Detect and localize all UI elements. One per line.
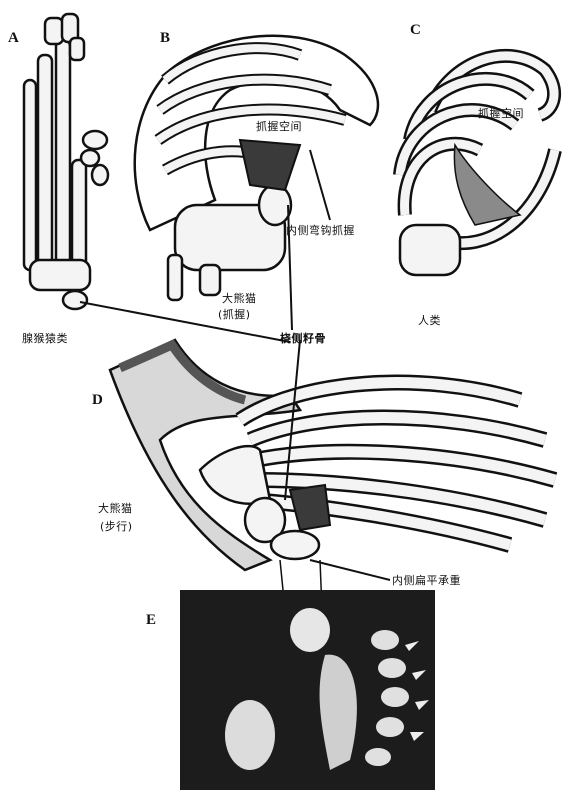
paw-toe-pad-4 bbox=[376, 717, 404, 737]
panel-c-caption: 人类 bbox=[418, 312, 441, 328]
paw-toe-pad-1 bbox=[371, 630, 399, 650]
panel-a-skeleton bbox=[24, 14, 108, 309]
paw-carpal-pad bbox=[225, 700, 275, 770]
panel-c-grip-label: 抓握空间 bbox=[478, 105, 524, 121]
panel-c-skeleton bbox=[400, 56, 555, 275]
panel-e-letter: E bbox=[146, 612, 156, 629]
panel-b-grip-shade bbox=[240, 140, 300, 190]
panel-b-caption-line2: (抓握) bbox=[218, 306, 251, 322]
paw-toe-pad-5 bbox=[365, 748, 391, 766]
panel-c-grip-shade bbox=[454, 145, 520, 225]
panel-d-caption-line2: (步行) bbox=[100, 518, 133, 534]
panel-c-letter: C bbox=[410, 22, 421, 39]
sesamoid-label: 桡侧籽骨 bbox=[280, 330, 326, 346]
panel-b-caption-line1: 大熊猫 bbox=[222, 290, 257, 306]
panel-d-pad-label: 内侧扁平承重 bbox=[392, 572, 461, 588]
panel-e-paw-photo bbox=[180, 590, 435, 790]
panel-b-claw-label: 内侧弯钩抓握 bbox=[286, 222, 355, 238]
panel-a-caption: 腺猴猿类 bbox=[22, 330, 68, 346]
paw-toe-pad-3 bbox=[381, 687, 409, 707]
paw-toe-pad-2 bbox=[378, 658, 406, 678]
paw-sesamoid-pad bbox=[290, 608, 330, 652]
panel-a-letter: A bbox=[8, 30, 19, 47]
panel-d-caption-line1: 大熊猫 bbox=[98, 500, 133, 516]
panel-d-skeleton bbox=[110, 340, 555, 570]
leader-line-b-claw bbox=[310, 150, 330, 220]
panel-d-letter: D bbox=[92, 392, 103, 409]
leader-line-a bbox=[80, 302, 290, 342]
leader-line-d-pad bbox=[310, 560, 390, 580]
panel-b-grip-label: 抓握空间 bbox=[256, 118, 302, 134]
panel-b-letter: B bbox=[160, 30, 170, 47]
